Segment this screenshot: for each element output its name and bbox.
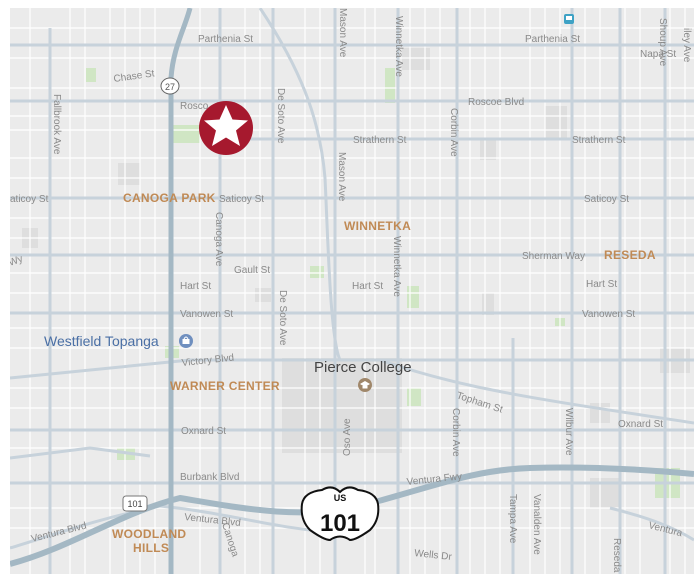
label-saticoy-st: Saticoy St bbox=[219, 194, 264, 205]
label-hart-st-west: Hart St bbox=[180, 281, 211, 292]
label-canoga-ave: Canoga Ave bbox=[213, 212, 224, 267]
svg-text:101: 101 bbox=[320, 510, 360, 537]
mason-curve bbox=[258, 8, 342, 361]
label-parthenia-st: Parthenia St bbox=[198, 34, 253, 45]
label-reseda-blvd: Reseda bbox=[611, 538, 622, 573]
transit-icon[interactable] bbox=[564, 14, 574, 24]
graduation-cap-icon bbox=[358, 378, 372, 392]
label-wells-dr: Wells Dr bbox=[414, 548, 453, 563]
svg-text:101: 101 bbox=[127, 499, 142, 509]
label-desoto-ave: De Soto Ave bbox=[275, 88, 286, 144]
label-victory-blvd: Victory Blvd bbox=[181, 353, 234, 369]
label-fallbrook-ave: Fallbrook Ave bbox=[51, 94, 62, 155]
shopping-bag-icon bbox=[179, 334, 193, 348]
area-labels: CANOGA PARK WINNETKA RESEDA WARNER CENTE… bbox=[112, 191, 656, 555]
label-tampa-ave: Tampa Ave bbox=[507, 494, 518, 544]
us-101-small-shield: 101 bbox=[122, 495, 148, 512]
label-shoup-ave: Shoup Ave bbox=[657, 18, 668, 67]
label-saticoy-st-west: aticoy St bbox=[10, 194, 49, 205]
oxnard-curve bbox=[10, 446, 151, 460]
label-winnetka-ave-mid: Winnetka Ave bbox=[391, 236, 402, 297]
topham-st bbox=[379, 358, 694, 425]
map-canvas[interactable]: 27 101 US 101 Parthenia St Parthenia St … bbox=[10, 8, 694, 574]
label-wilbur-ave: Wilbur Ave bbox=[563, 408, 574, 456]
label-pierce-college: Pierce College bbox=[314, 359, 412, 376]
ventura-blvd-east bbox=[609, 506, 694, 542]
label-roscoe-blvd: Rosco bbox=[180, 101, 209, 112]
label-burbank-blvd: Burbank Blvd bbox=[180, 472, 239, 483]
label-vanalden-ave: Vanalden Ave bbox=[531, 494, 542, 555]
label-winnetka-ave: Winnetka Ave bbox=[393, 16, 404, 77]
label-desoto-ave-south: De Soto Ave bbox=[277, 290, 288, 346]
star-marker-icon[interactable] bbox=[199, 101, 253, 155]
label-warner-center: WARNER CENTER bbox=[170, 379, 280, 393]
label-canoga-park: CANOGA PARK bbox=[123, 191, 216, 205]
svg-text:27: 27 bbox=[165, 82, 175, 92]
residential-streets bbox=[10, 8, 694, 574]
label-mason-ave-mid: Mason Ave bbox=[336, 152, 347, 202]
label-oxnard-st: Oxnard St bbox=[181, 426, 226, 437]
svg-text:US: US bbox=[334, 493, 347, 503]
label-gault-st: Gault St bbox=[234, 265, 270, 276]
arterial-streets bbox=[10, 8, 694, 574]
label-vanowen-st-east: Vanowen St bbox=[582, 309, 635, 320]
label-mason-ave: Mason Ave bbox=[337, 8, 348, 58]
label-parthenia-st-east: Parthenia St bbox=[525, 34, 580, 45]
us-101-large-shield: US 101 bbox=[300, 486, 380, 542]
label-oso-ave: Oso Ave bbox=[342, 418, 353, 456]
label-oxnard-st-east: Oxnard St bbox=[618, 419, 663, 430]
victory-blvd bbox=[10, 358, 694, 380]
poi-pierce-college[interactable]: Pierce College bbox=[314, 359, 412, 392]
label-hart-st-east: Hart St bbox=[586, 279, 617, 290]
label-corbin-ave-south: Corbin Ave bbox=[450, 408, 461, 457]
label-hills: HILLS bbox=[133, 541, 169, 555]
label-napa-st: Napa St bbox=[640, 49, 676, 60]
poi-westfield-topanga[interactable]: Westfield Topanga bbox=[44, 333, 193, 349]
label-saticoy-st-east: Saticoy St bbox=[584, 194, 629, 205]
label-reseda: RESEDA bbox=[604, 248, 656, 262]
label-westfield-topanga: Westfield Topanga bbox=[44, 333, 159, 349]
label-woodland: WOODLAND bbox=[112, 527, 186, 541]
label-hart-st: Hart St bbox=[352, 281, 383, 292]
label-winnetka: WINNETKA bbox=[344, 219, 411, 233]
label-corbin-ave: Corbin Ave bbox=[448, 108, 459, 157]
label-top-right-ave: iley Ave bbox=[681, 28, 692, 63]
label-strathern-st-east: Strathern St bbox=[572, 135, 626, 146]
route-27-shield: 27 bbox=[160, 77, 180, 95]
label-strathern-st: Strathern St bbox=[353, 135, 407, 146]
label-valley-circle: Wy bbox=[10, 254, 25, 269]
map-svg: 27 101 US 101 Parthenia St Parthenia St … bbox=[10, 8, 694, 574]
label-roscoe-blvd-east: Roscoe Blvd bbox=[468, 97, 524, 108]
label-vanowen-st: Vanowen St bbox=[180, 309, 233, 320]
label-sherman-way: Sherman Way bbox=[522, 251, 585, 262]
